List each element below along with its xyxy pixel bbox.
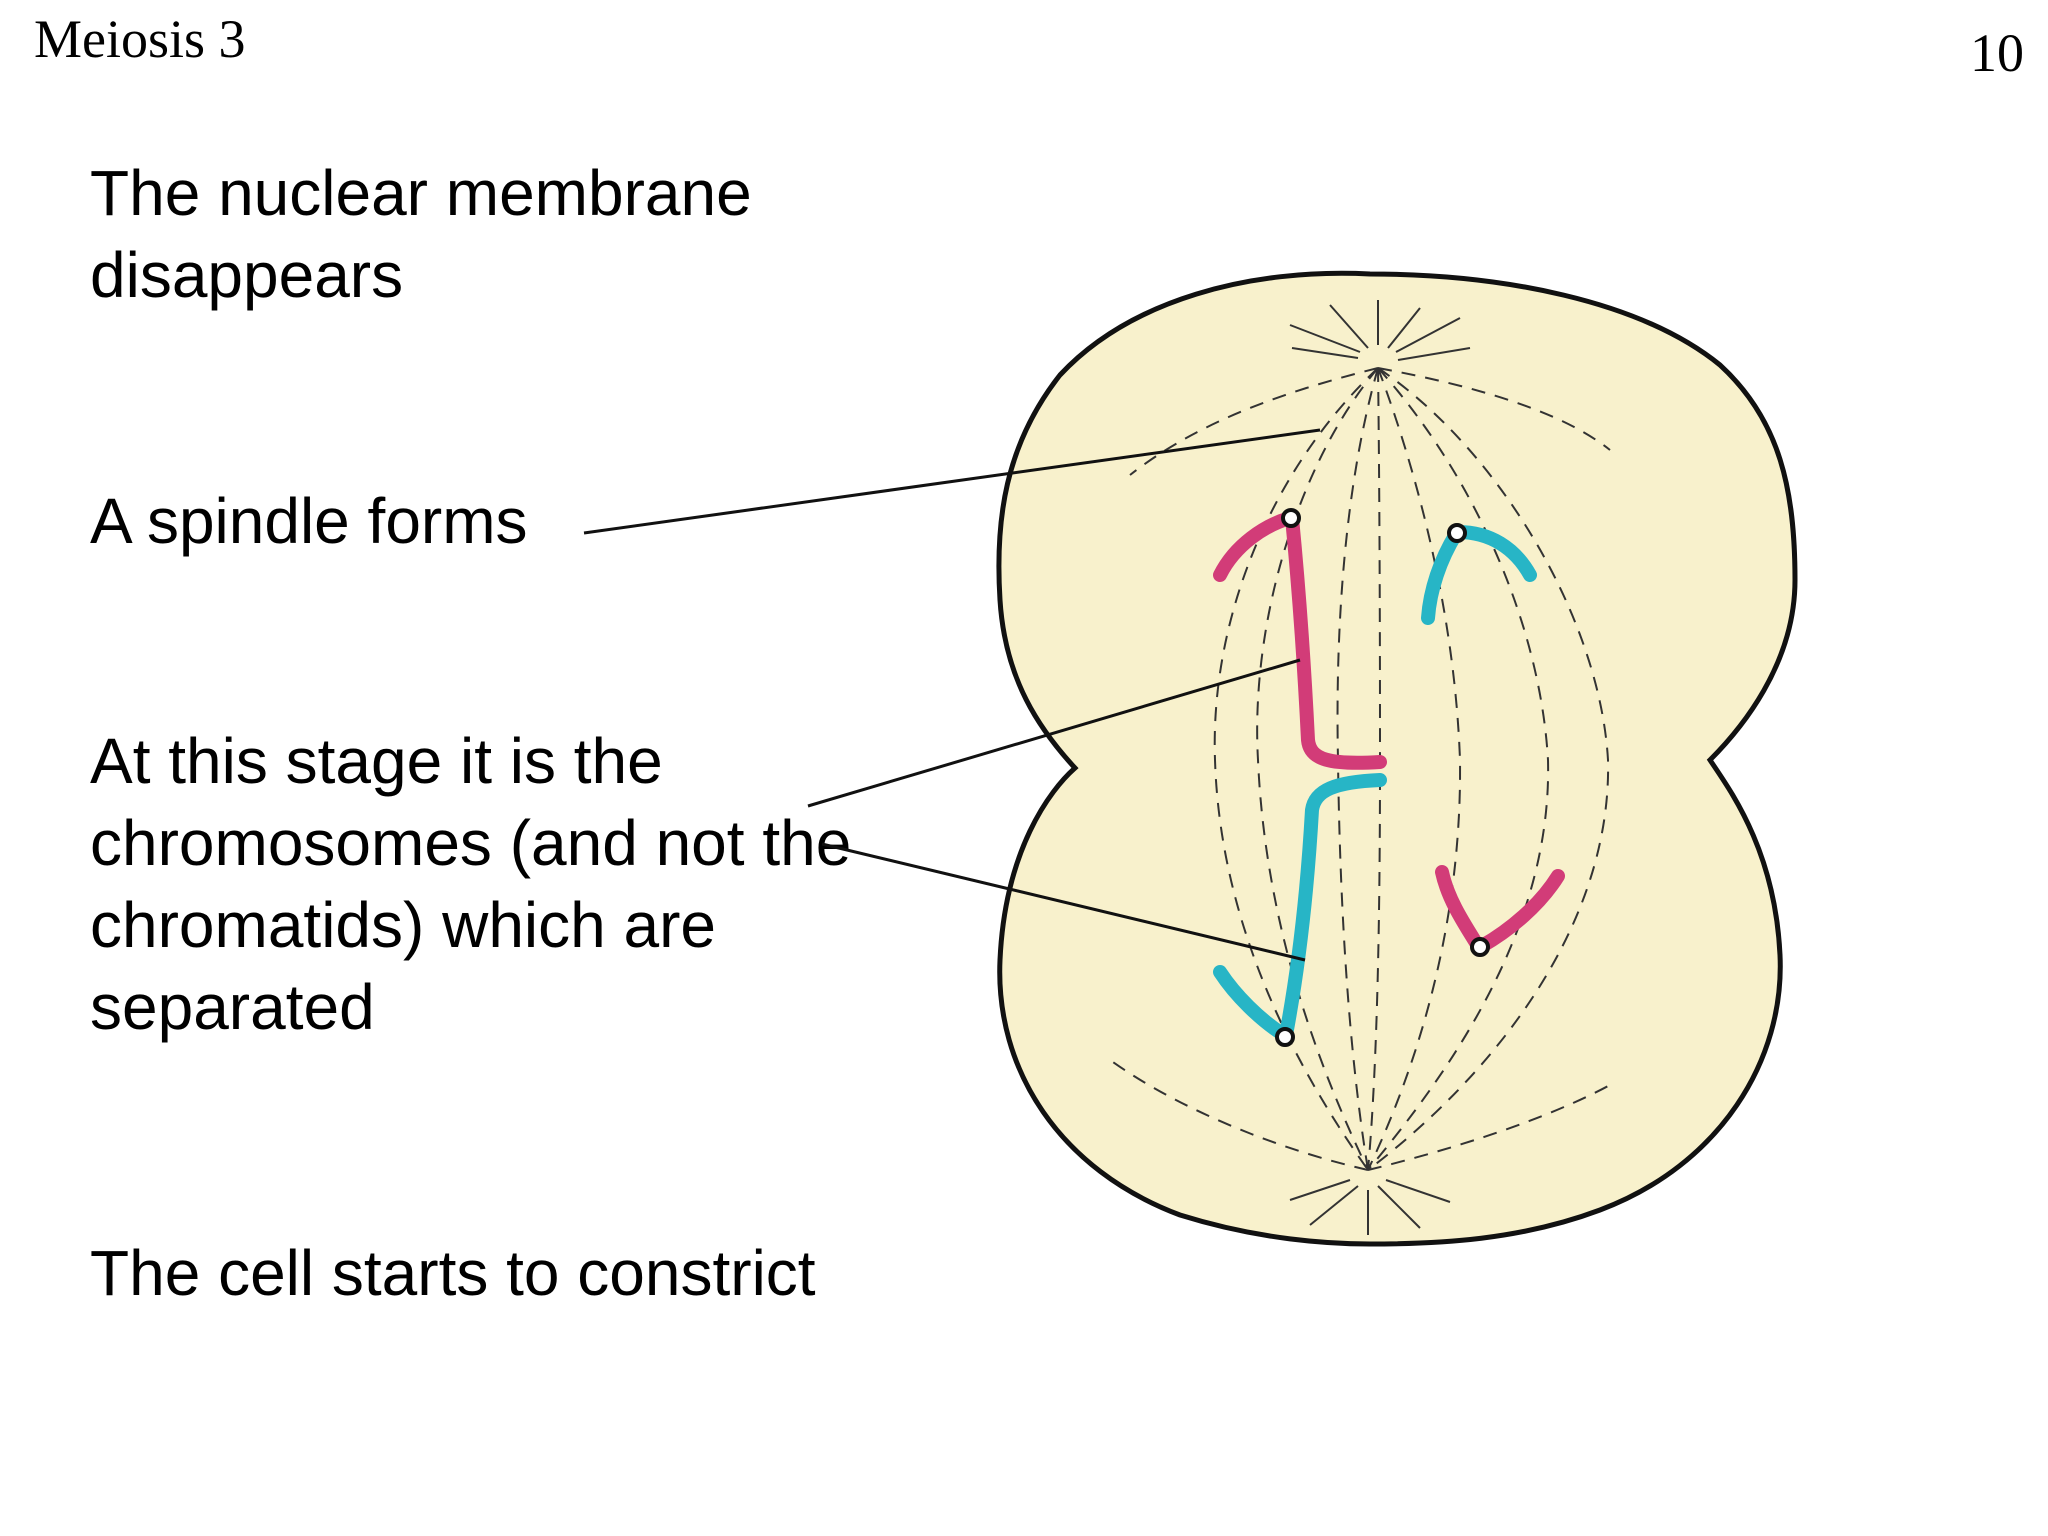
aster-ray: [1309, 1185, 1359, 1226]
aster-ray: [1291, 347, 1359, 359]
aster-ray: [1377, 1185, 1421, 1229]
spindle-fiber: [1367, 367, 1462, 1171]
label-chromosomes: At this stage it is the chromosomes (and…: [90, 725, 852, 1043]
centromere: [1447, 523, 1467, 543]
aster-ray: [1395, 317, 1461, 353]
centromeres: [1275, 508, 1490, 1047]
spindle-fiber: [1129, 367, 1379, 476]
centromere: [1470, 937, 1490, 957]
cell-body: [996, 270, 1798, 1247]
pointer-line-chromosome-red: [807, 658, 1301, 808]
aster-ray: [1289, 324, 1361, 353]
aster-ray: [1397, 347, 1471, 361]
chromosome-red-long: [1285, 511, 1387, 770]
aster-top: [1289, 300, 1471, 361]
chromosome-blue-small: [1421, 525, 1537, 625]
centromere: [1275, 1027, 1295, 1047]
pointer-line-spindle: [583, 428, 1321, 535]
chromosome-blue-short: [1213, 965, 1291, 1042]
chromosome-blue-long: [1279, 773, 1387, 1042]
aster-ray: [1329, 304, 1369, 349]
label-nuclear-membrane: The nuclear membrane disappears: [90, 157, 752, 311]
spindle-fiber: [1213, 367, 1379, 1171]
slide-number: 10: [1970, 23, 2024, 83]
pointer-lines: [583, 428, 1321, 962]
spindle-fiber: [1377, 367, 1611, 451]
spindle-fiber: [1367, 1084, 1611, 1171]
spindle-fibers: [1109, 367, 1611, 1171]
aster-ray: [1289, 1179, 1351, 1201]
aster-ray: [1385, 1179, 1451, 1203]
spindle-fiber: [1256, 367, 1379, 1171]
slide-title: Meiosis 3: [34, 9, 246, 69]
spindle-fiber: [1367, 367, 1550, 1171]
spindle-fiber: [1367, 367, 1610, 1171]
label-spindle: A spindle forms: [90, 485, 528, 557]
aster-ray: [1387, 307, 1421, 349]
centromere: [1281, 508, 1301, 528]
pointer-line-chromosome-blue: [821, 842, 1306, 962]
label-cell-constrict: The cell starts to constrict: [90, 1237, 816, 1309]
spindle-fiber: [1109, 1059, 1369, 1171]
aster-bottom: [1289, 1179, 1451, 1235]
